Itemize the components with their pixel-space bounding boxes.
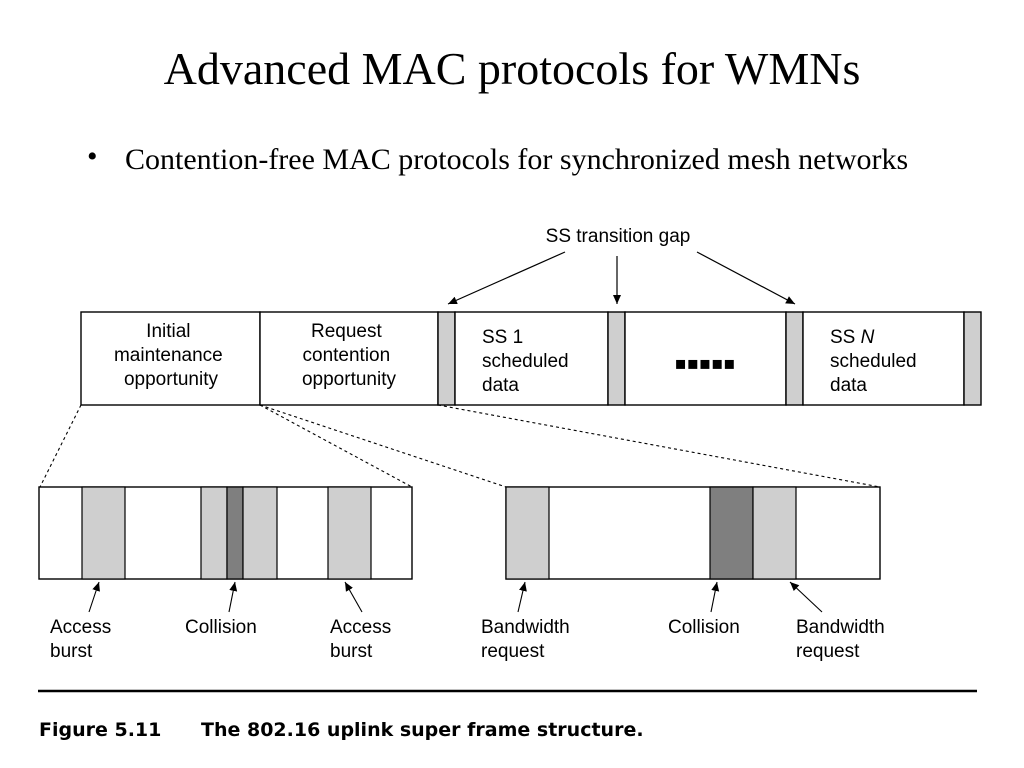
collision-slot-right-dark [709,486,754,580]
initial-maintenance-label: Initial maintenance opportunity [114,321,228,390]
access-burst-label-2: Access burst [330,617,397,662]
figure-number: Figure 5.11 [39,719,161,741]
transition-arrow-right [696,251,796,305]
zoom-line-left-inner [259,404,413,488]
pointer-collision-left [228,581,238,613]
bullet-text: Contention-free MAC protocols for synchr… [125,143,909,176]
transition-gap-3 [785,311,804,406]
ssn-label: SS N scheduled data [830,327,922,396]
ss1-label: SS 1 scheduled data [482,327,574,396]
collision-label-left: Collision [185,617,257,638]
request-contention-detail [505,486,881,580]
request-contention-label: Request contention opportunity [302,321,397,390]
figure-caption: The 802.16 uplink super frame structure. [201,719,644,741]
pointer-bandwidth-request-2 [789,581,823,613]
zoom-line-right-inner [437,404,881,488]
ellipsis-slot [624,311,787,406]
pointer-collision-right [710,581,720,613]
initial-maintenance-slot [80,311,261,406]
zoom-line-right-outer [259,404,507,488]
access-burst-slot-2 [327,486,372,580]
transition-gap-label: SS transition gap [546,226,691,247]
bandwidth-request-slot-1 [505,486,550,580]
transition-gap-4 [963,311,982,406]
bandwidth-request-slot-2 [752,486,797,580]
slide-title: Advanced MAC protocols for WMNs [163,43,861,94]
transition-gap-2 [607,311,626,406]
collision-slot-left-b [242,486,278,580]
request-contention-slot [259,311,439,406]
collision-slot-left-a [200,486,228,580]
pointer-bandwidth-request-1 [517,581,527,613]
ellipsis-dots: ▪▪▪▪▪ [675,353,736,374]
transition-gap-1 [437,311,456,406]
ssn-slot [802,311,965,406]
bandwidth-request-label-2: Bandwidth request [796,617,890,662]
initial-maintenance-detail [38,486,413,580]
access-burst-label-1: Access burst [50,617,117,662]
ss1-slot [454,311,609,406]
access-burst-slot-1 [81,486,126,580]
transition-arrow-left [447,251,566,305]
collision-label-right: Collision [668,617,740,638]
zoom-line-left-outer [39,404,82,488]
pointer-access-burst-1 [88,581,100,613]
collision-slot-left-dark [226,486,244,580]
super-frame: Initial maintenance opportunity Request … [80,311,982,406]
bandwidth-request-label-1: Bandwidth request [481,617,575,662]
pointer-access-burst-2 [344,581,363,613]
bullet-marker: • [87,140,98,173]
